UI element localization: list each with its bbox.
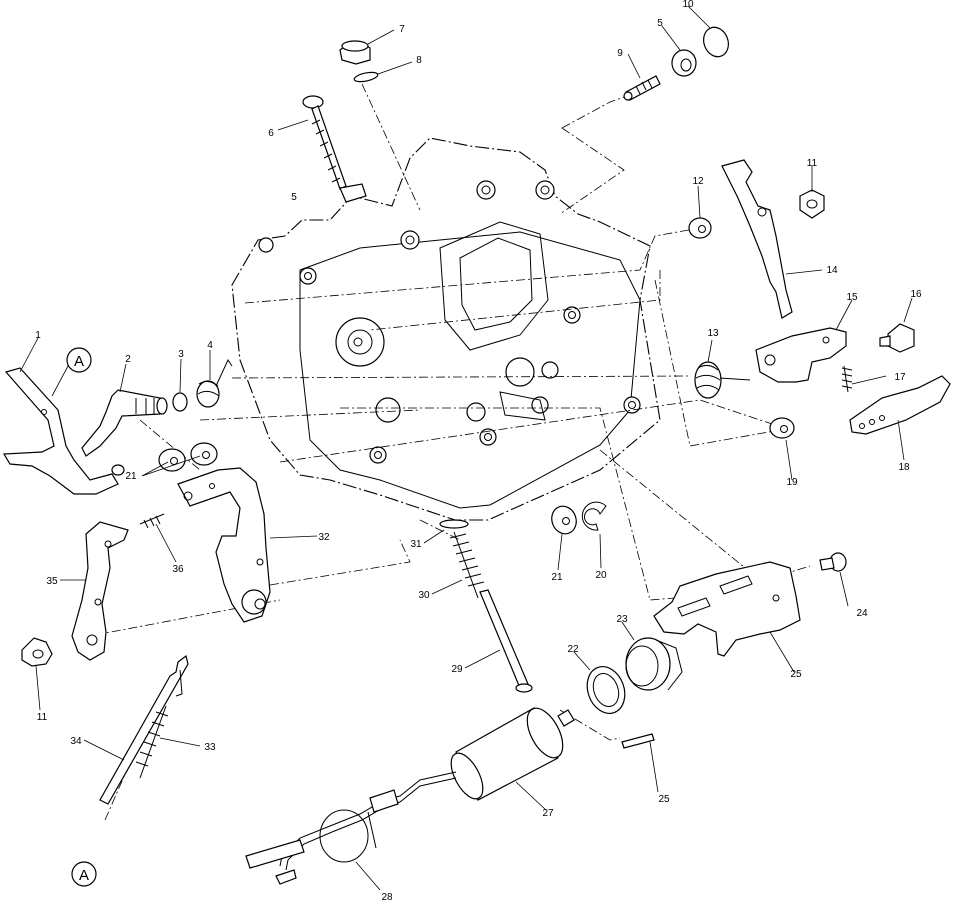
callout-label: 7 — [399, 24, 405, 35]
callout-label: 8 — [416, 55, 422, 66]
callout-label: 9 — [617, 48, 623, 59]
callout-label: 17 — [894, 372, 906, 383]
lever-14 — [721, 159, 793, 319]
plate-25 — [653, 561, 801, 657]
spring-30 — [449, 531, 485, 599]
pin-29 — [479, 589, 533, 693]
housing — [231, 137, 661, 521]
callout-label: 11 — [37, 712, 48, 723]
callout-label: 16 — [910, 289, 922, 300]
reference-marker-top: A — [66, 347, 92, 373]
spring-4 — [196, 358, 233, 408]
callout-label: 29 — [451, 664, 463, 675]
nut-11-top — [799, 189, 825, 219]
lever-35 — [71, 521, 129, 661]
callout-label: 30 — [418, 590, 430, 601]
rod-34 — [99, 654, 189, 805]
spring-13 — [694, 361, 751, 399]
o-ring-8 — [353, 71, 379, 83]
oil-cap — [339, 40, 371, 65]
shaft-2 — [81, 389, 168, 457]
washer-21-center — [551, 505, 577, 535]
washer-31 — [439, 519, 469, 529]
callout-label: 5 — [657, 18, 663, 29]
reference-marker-bottom: A — [71, 861, 97, 887]
washer-19 — [769, 417, 795, 439]
callout-label: 11 — [807, 158, 818, 169]
spring-17 — [841, 365, 853, 393]
clip-20 — [581, 501, 607, 531]
spring-36 — [139, 513, 165, 529]
callout-label: 23 — [616, 614, 628, 625]
callout-label: 12 — [692, 176, 704, 187]
ring-3 — [172, 392, 188, 412]
reference-marker-top-label: A — [74, 353, 84, 370]
callout-label: 4 — [207, 340, 213, 351]
stud-9 — [623, 75, 661, 101]
spring-33 — [135, 705, 169, 779]
cylinder-27 — [450, 707, 575, 801]
pin-26 — [621, 733, 655, 749]
bracket-32 — [177, 467, 271, 623]
callout-label: 6 — [268, 128, 274, 139]
nut-11-left — [21, 637, 53, 667]
callout-label: 2 — [125, 354, 131, 365]
cable-assembly — [245, 771, 457, 885]
callout-label: 33 — [204, 742, 216, 753]
washer-21-left-a — [158, 448, 186, 472]
callout-label: 35 — [46, 576, 58, 587]
callout-label: 36 — [172, 564, 184, 575]
callout-label: 3 — [178, 349, 184, 360]
bolt-6 — [302, 95, 367, 203]
callout-label: 32 — [318, 532, 330, 543]
washer-21-left-b — [190, 442, 218, 466]
callout-label: 25 — [790, 669, 802, 680]
bolt-16 — [879, 323, 915, 353]
callout-label: 20 — [595, 570, 607, 581]
callout-label: 34 — [70, 736, 82, 747]
callout-label: 21 — [125, 471, 137, 482]
callout-label: 28 — [381, 892, 393, 903]
reference-marker-bottom-label: A — [79, 867, 89, 884]
washer-12 — [688, 217, 712, 239]
callout-label: 5 — [291, 192, 297, 203]
nut-5 — [671, 49, 697, 77]
callout-label: 19 — [786, 477, 798, 488]
ring-22 — [586, 666, 626, 714]
callout-label: 25 — [658, 794, 670, 805]
callout-label: 18 — [898, 462, 910, 473]
bushing-left — [111, 464, 125, 476]
bolt-24 — [819, 552, 847, 572]
bushing-23 — [625, 637, 683, 691]
callout-label: 1 — [35, 330, 41, 341]
lever-18 — [849, 375, 951, 435]
callout-label: 27 — [542, 808, 554, 819]
clamp-28 — [319, 809, 377, 863]
callout-label: 24 — [856, 608, 868, 619]
bracket-15 — [755, 327, 847, 383]
callout-label: 15 — [846, 292, 858, 303]
callout-labels: 1 2 3 4 5 5 6 7 8 9 10 11 11 12 13 14 15… — [35, 0, 922, 903]
callout-label: 21 — [551, 572, 563, 583]
leader-lines — [19, 5, 913, 891]
washer-10 — [703, 26, 729, 58]
lever-1 — [2, 367, 119, 495]
callout-label: 10 — [682, 0, 694, 10]
callout-label: 22 — [567, 644, 579, 655]
callout-label: 14 — [826, 265, 838, 276]
callout-label: 13 — [707, 328, 719, 339]
callout-label: 31 — [410, 539, 422, 550]
